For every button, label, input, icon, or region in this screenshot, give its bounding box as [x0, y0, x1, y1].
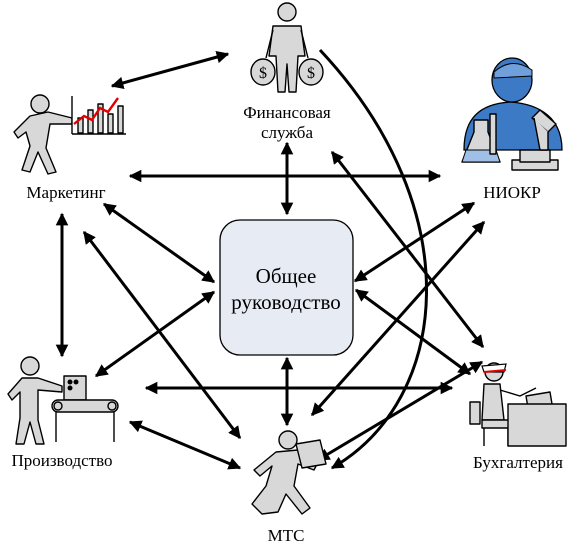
connections	[55, 48, 486, 470]
finance-label-line2: служба	[261, 123, 313, 142]
worker-at-conveyor-icon	[7, 356, 119, 445]
person-with-money-bags-icon: $ $	[250, 2, 324, 93]
center-node: Общее руководство	[219, 219, 354, 356]
accountant-at-desk-icon	[469, 362, 567, 447]
accounting-label: Бухгалтерия	[473, 453, 563, 472]
niokr-node: НИОКР	[461, 57, 563, 202]
arrow-production-center	[94, 290, 216, 378]
marketing-label: Маркетинг	[26, 183, 105, 202]
arrow-marketing-finance	[110, 50, 230, 90]
production-node: Производство	[7, 356, 119, 470]
arrow-finance-mts-curve	[318, 48, 428, 470]
person-with-growth-chart-icon	[13, 94, 126, 175]
marketing-node: Маркетинг	[13, 94, 126, 202]
production-label: Производство	[11, 451, 112, 470]
accounting-node: Бухгалтерия	[469, 362, 567, 472]
center-box	[219, 219, 354, 356]
growth-line	[73, 97, 119, 125]
arrow-accounting-mts	[316, 360, 484, 462]
mts-node: МТС	[251, 430, 327, 545]
money-bag-left-symbol: $	[259, 65, 267, 82]
running-courier-icon	[251, 430, 327, 515]
arrow-center-accounting	[354, 288, 472, 376]
center-label-line2: руководство	[231, 290, 340, 314]
mts-label: МТС	[268, 526, 305, 545]
finance-label-line1: Финансовая	[243, 103, 331, 122]
arrow-marketing-center	[102, 202, 216, 284]
center-label-line1: Общее	[256, 264, 317, 288]
arrow-niokr-center	[353, 201, 476, 283]
scientist-with-lab-equipment-icon	[461, 57, 563, 171]
niokr-label: НИОКР	[483, 183, 541, 202]
arrow-production-mts	[128, 420, 242, 470]
money-bag-right-symbol: $	[307, 65, 315, 82]
finance-node: $ $ Финансовая служба	[243, 2, 331, 142]
